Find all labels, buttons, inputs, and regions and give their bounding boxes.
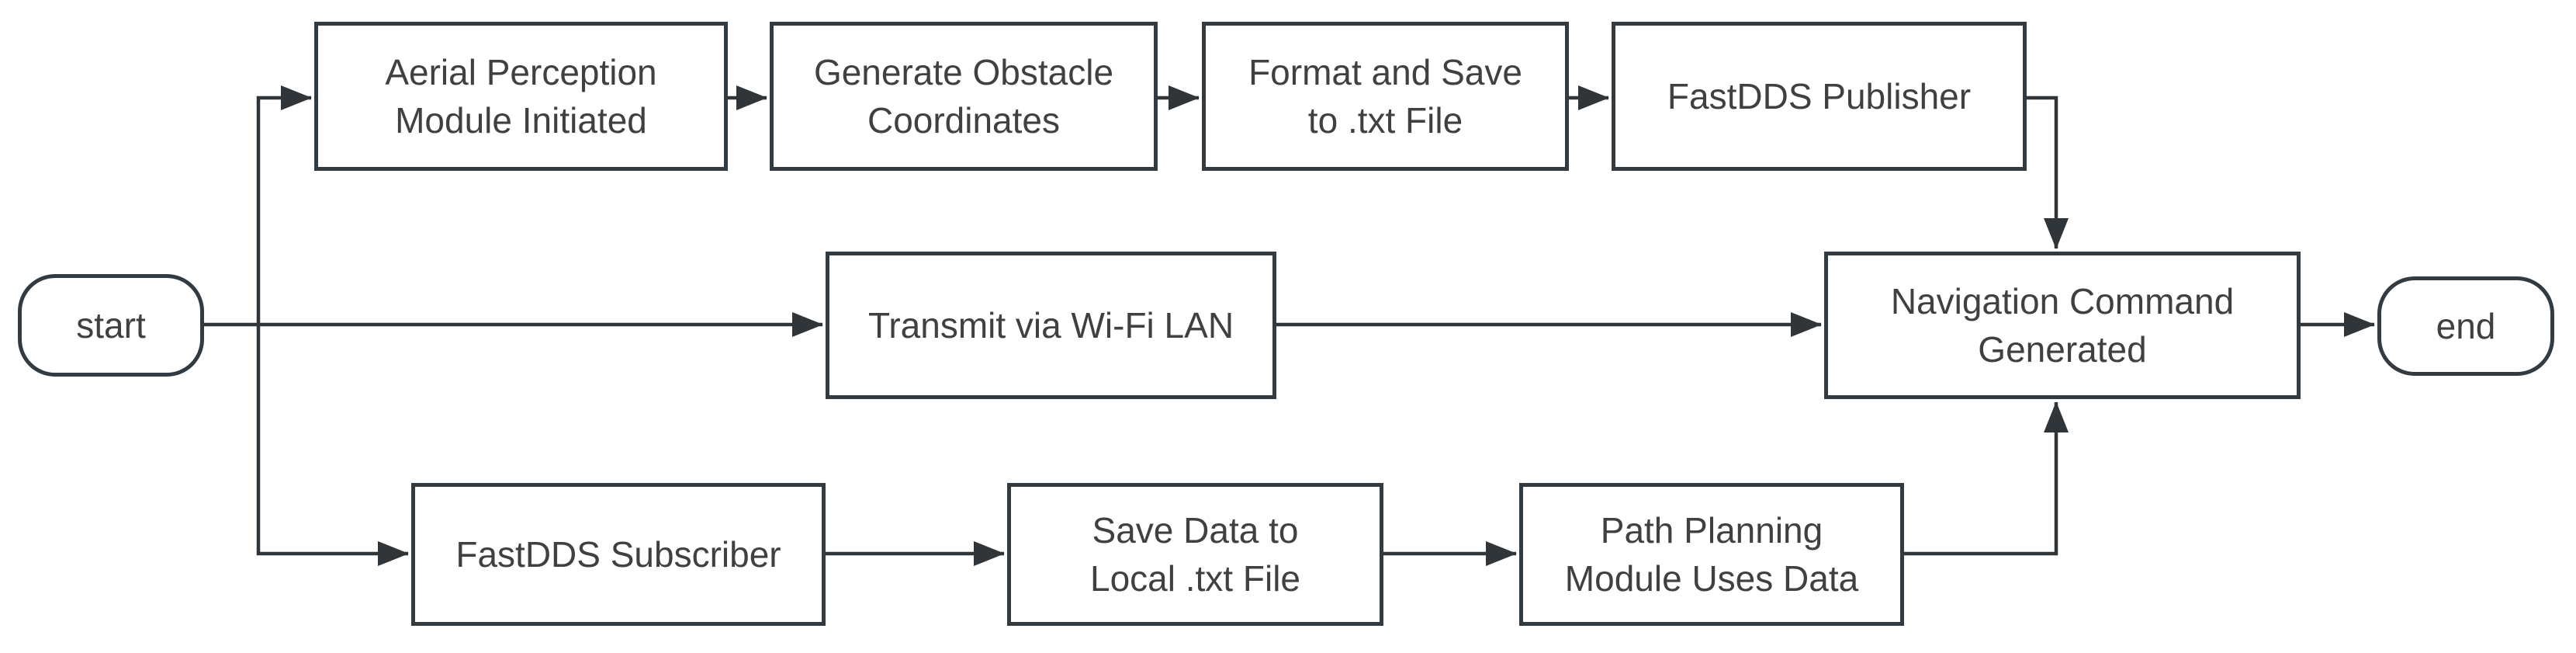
node-fastdds-publisher: FastDDS Publisher [1612, 22, 2027, 171]
node-fastdds-subscriber-label: FastDDS Subscriber [455, 534, 781, 575]
node-navigation-command-generated: Navigation Command Generated [1824, 252, 2301, 399]
node-transmit-label: Transmit via Wi-Fi LAN [867, 305, 1234, 346]
node-fastdds-publisher-label: FastDDS Publisher [1667, 76, 1972, 116]
node-transmit-via-wifi-lan: Transmit via Wi-Fi LAN [826, 252, 1276, 399]
node-navigation-label: Navigation Command Generated [1890, 281, 2235, 370]
node-start-label: start [76, 305, 146, 346]
node-fastdds-subscriber: FastDDS Subscriber [411, 483, 826, 626]
node-aerial-perception-label: Aerial Perception Module Initiated [385, 52, 657, 141]
node-save-data-local-txt: Save Data to Local .txt File [1007, 483, 1383, 626]
node-format-and-save-txt: Format and Save to .txt File [1202, 22, 1569, 171]
connector-pathplan-navigation [1904, 401, 2069, 556]
connector-start-subscriber [256, 325, 409, 566]
node-end-label: end [2436, 306, 2496, 346]
node-aerial-perception-module-initiated: Aerial Perception Module Initiated [314, 22, 728, 171]
node-end: end [2377, 276, 2554, 376]
connector-start-aerial [256, 85, 312, 325]
node-path-planning-label: Path Planning Module Uses Data [1564, 510, 1859, 599]
connector-publisher-navigation [2027, 96, 2069, 249]
node-path-planning-module: Path Planning Module Uses Data [1519, 483, 1904, 626]
node-save-data-label: Save Data to Local .txt File [1090, 510, 1300, 599]
node-generate-obstacle-coordinates: Generate Obstacle Coordinates [770, 22, 1158, 171]
node-generate-obstacle-label: Generate Obstacle Coordinates [813, 52, 1114, 141]
node-start: start [18, 274, 204, 377]
node-format-save-label: Format and Save to .txt File [1248, 52, 1522, 141]
